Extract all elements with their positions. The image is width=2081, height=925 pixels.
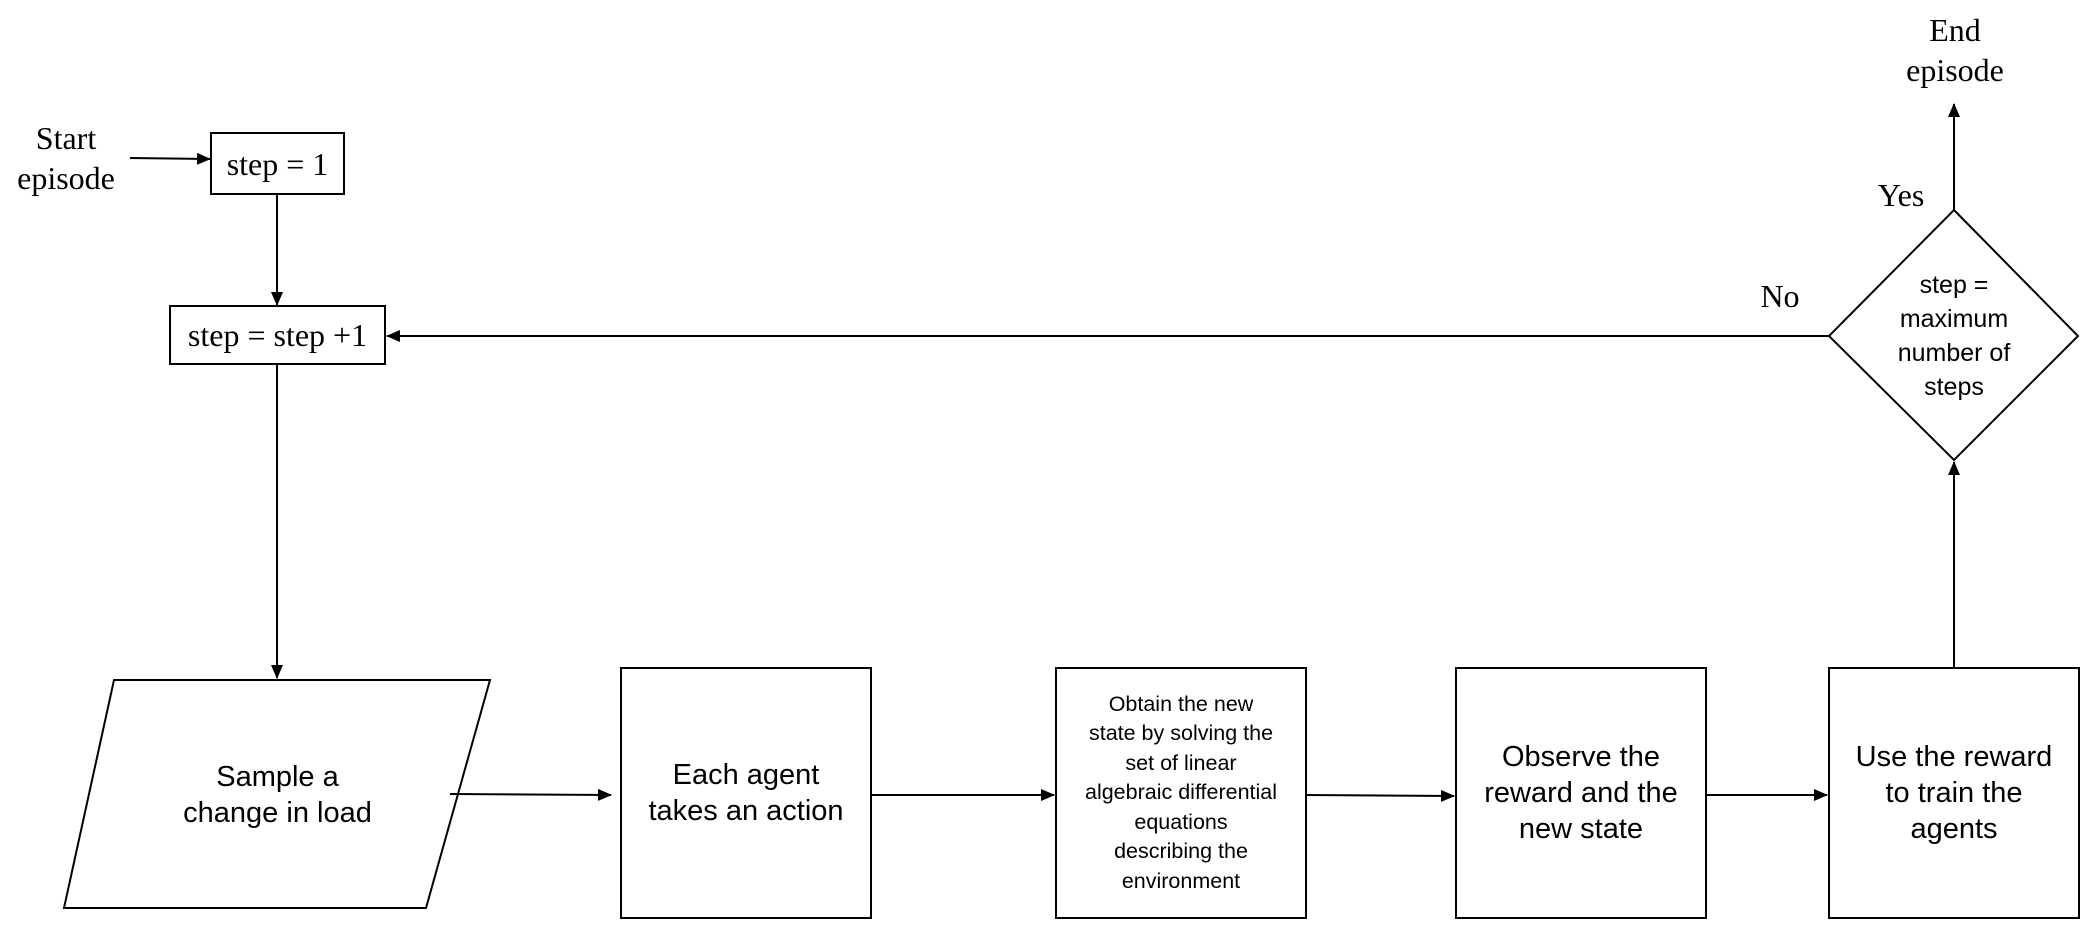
increment-box — [169, 305, 386, 365]
sample-node-text: Sample a change in load — [183, 761, 372, 829]
solve-node-text: Obtain the new state by solving the set … — [1084, 691, 1278, 893]
yes-edge-label: Yes — [1877, 177, 1925, 213]
action-node-text: Each agent takes an action — [648, 759, 844, 827]
action-box — [620, 667, 872, 919]
no-edge-label: No — [1760, 278, 1800, 314]
init-box — [210, 132, 345, 195]
end-episode-label: End episode — [1906, 12, 2004, 88]
increment-node-text: step = step +1 — [187, 317, 368, 353]
arrow-start-to-init — [129, 152, 211, 165]
decision-node-text: step = maximum number of steps — [1897, 271, 2011, 401]
observe-box — [1455, 667, 1707, 919]
train-box — [1828, 667, 2080, 919]
solve-box — [1055, 667, 1307, 919]
train-node-text: Use the reward to train the agents — [1855, 741, 2053, 845]
start-episode-label: Start episode — [17, 120, 115, 196]
sample-parallelogram — [62, 679, 492, 909]
init-node-text: step = 1 — [226, 145, 329, 182]
arrow-sample-to-action — [449, 788, 612, 801]
observe-node-text: Observe the reward and the new state — [1484, 741, 1678, 845]
arrow-solve-to-observe — [1305, 789, 1455, 802]
decision-diamond — [1827, 208, 2080, 462]
